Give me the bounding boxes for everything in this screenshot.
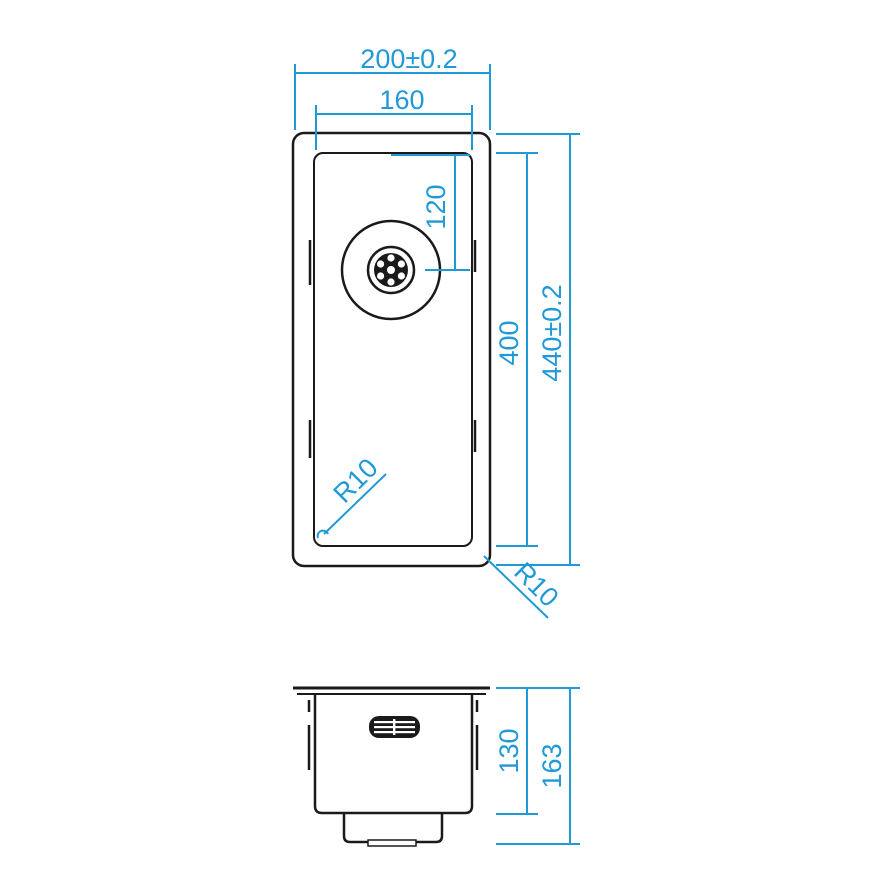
dimension-bowl-width: 160 bbox=[315, 85, 473, 150]
bowl-length-label: 400 bbox=[494, 320, 524, 365]
side-view bbox=[293, 686, 490, 847]
overall-length-label: 440±0.2 bbox=[537, 284, 567, 381]
bowl-depth-label: 130 bbox=[494, 728, 524, 773]
dimension-overall-width: 200±0.2 bbox=[294, 44, 491, 130]
dimension-overall-depth: 163 bbox=[496, 687, 580, 845]
drain-trap-outline bbox=[342, 813, 444, 844]
side-brackets bbox=[307, 700, 479, 770]
sink-outer-outline bbox=[291, 131, 492, 568]
drain-offset-label: 120 bbox=[421, 184, 451, 229]
dimension-drain-offset: 120 bbox=[391, 154, 470, 271]
dimension-overall-length: 440±0.2 bbox=[496, 133, 580, 566]
overall-depth-label: 163 bbox=[537, 743, 567, 788]
dimension-bowl-length: 400 bbox=[494, 152, 538, 547]
drain-trap-base bbox=[367, 839, 417, 847]
overflow-slot-icon bbox=[369, 716, 420, 738]
top-view bbox=[291, 131, 492, 568]
mounting-clips bbox=[308, 240, 477, 458]
bowl-width-label: 160 bbox=[379, 85, 424, 115]
bowl-inner-outline bbox=[313, 152, 473, 547]
overall-width-label: 200±0.2 bbox=[360, 44, 457, 74]
drain-icon bbox=[340, 219, 442, 321]
inner-radius-label: R10 bbox=[328, 453, 384, 509]
dimension-bowl-depth: 130 bbox=[494, 687, 538, 815]
dimension-inner-radius: R10 bbox=[316, 453, 387, 539]
